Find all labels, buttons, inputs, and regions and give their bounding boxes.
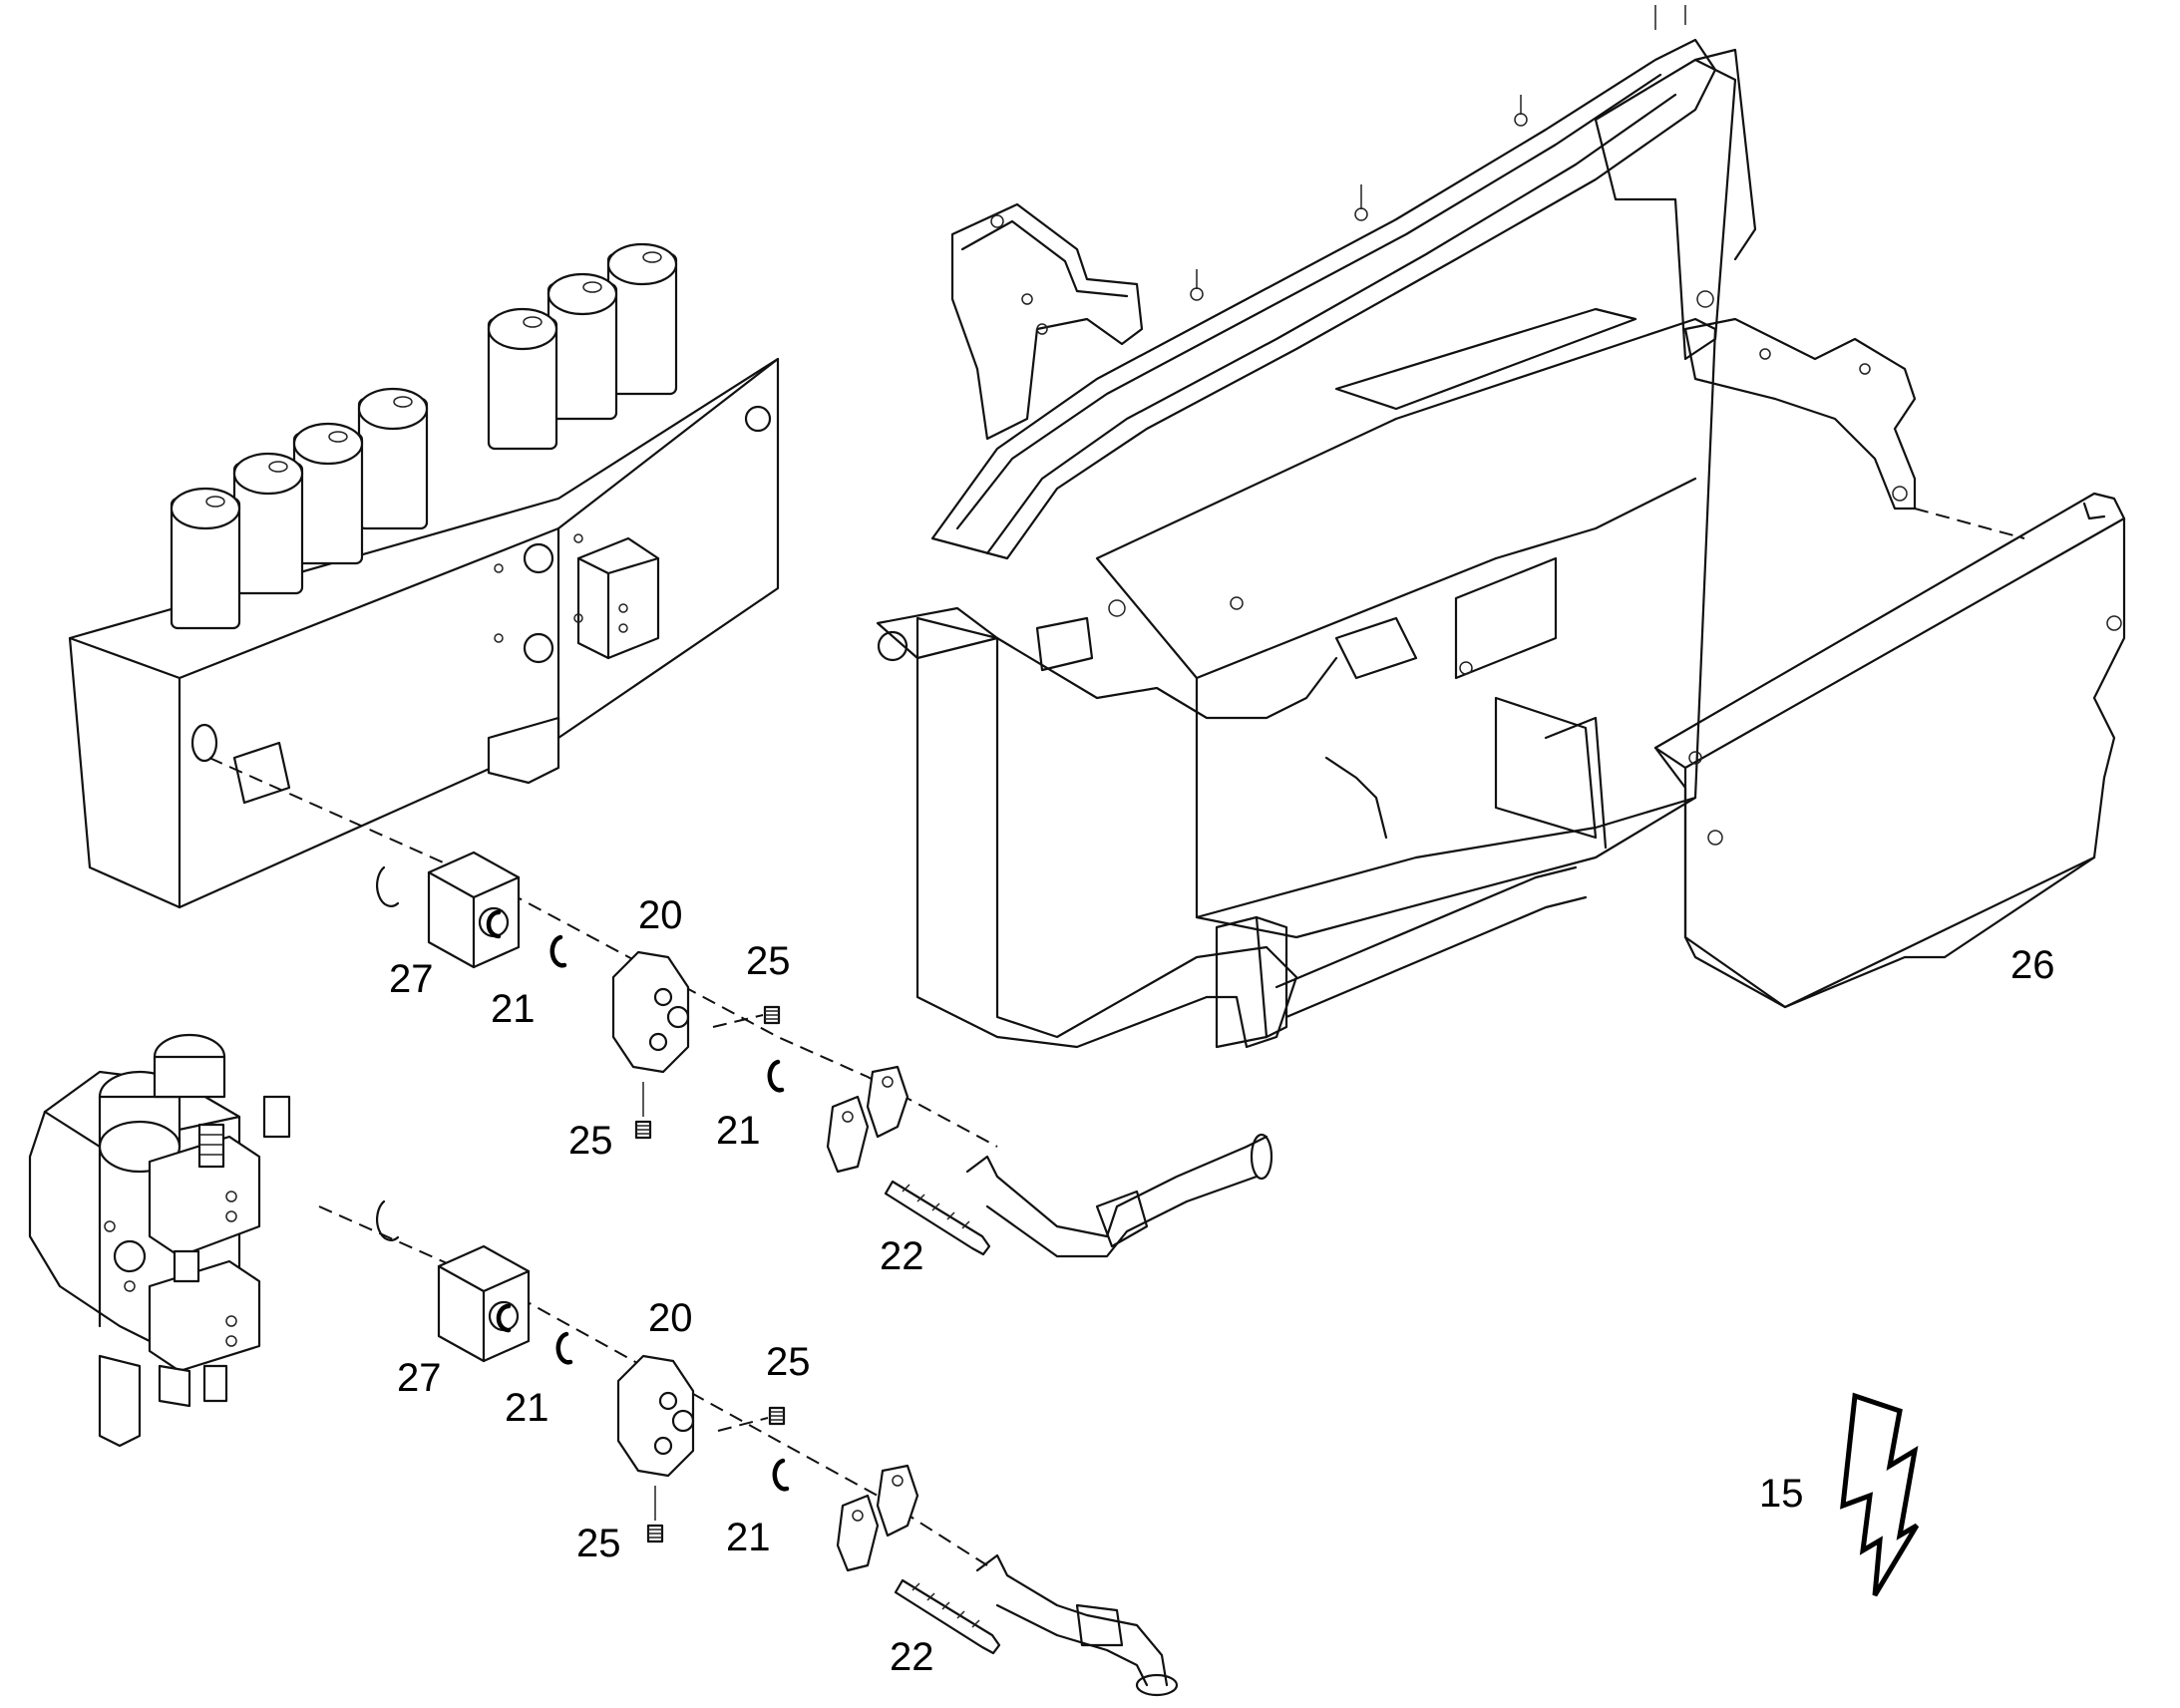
seal-ring-upper-b — [767, 1059, 785, 1093]
callout-22-lower: 22 — [890, 1635, 934, 1679]
callout-27-upper: 27 — [389, 957, 434, 1001]
callout-20-lower: 20 — [648, 1296, 693, 1340]
bolt-lower-b — [646, 1524, 664, 1543]
bolt-upper-b — [634, 1120, 652, 1140]
lightning-bolt-icon — [1840, 1392, 1920, 1597]
o-ring-lower — [376, 1199, 400, 1241]
callout-22-upper: 22 — [880, 1234, 924, 1278]
hose-lower — [975, 1553, 1179, 1697]
split-flange-upper — [611, 950, 690, 1074]
callout-25-lower-b: 25 — [576, 1522, 621, 1565]
clamp-half-lower — [836, 1464, 919, 1572]
seal-ring-lower-b — [772, 1458, 790, 1492]
callout-20-upper: 20 — [638, 893, 683, 937]
valve-block-illustration — [68, 242, 780, 909]
hose-illustration — [965, 1133, 1273, 1258]
callout-25-upper-a: 25 — [746, 939, 791, 983]
split-flange-lower — [616, 1354, 695, 1478]
bolt-lower-a — [768, 1406, 786, 1426]
bolt-upper-a — [763, 1005, 781, 1025]
flange-illustration — [427, 851, 521, 969]
callout-27-lower: 27 — [397, 1356, 442, 1400]
seal-ring-upper-a — [549, 934, 567, 968]
valve-block-lower — [28, 1033, 291, 1448]
frame-illustration — [876, 5, 1917, 1049]
callout-26: 26 — [2010, 943, 2055, 987]
callout-21-lower-a: 21 — [505, 1386, 549, 1430]
callout-25-upper-b: 25 — [568, 1119, 613, 1163]
lower-assembly-axis — [318, 1205, 988, 1566]
o-ring-upper — [376, 865, 400, 907]
cover-plate-illustration — [1653, 492, 2126, 1009]
callout-25-lower-a: 25 — [766, 1340, 811, 1384]
callout-15: 15 — [1759, 1472, 1804, 1516]
callout-21-upper-a: 21 — [491, 987, 536, 1031]
screw-lower — [894, 1578, 1001, 1655]
leader-line-26 — [1914, 508, 2025, 539]
upper-assembly-axis — [208, 757, 998, 1148]
clamp-half-upper — [826, 1065, 909, 1174]
callout-21-lower-b: 21 — [726, 1516, 771, 1559]
seal-ring-lower-a — [555, 1331, 573, 1365]
screw-upper — [884, 1180, 991, 1256]
flange-lower — [437, 1244, 531, 1363]
callout-21-upper-b: 21 — [716, 1109, 761, 1153]
